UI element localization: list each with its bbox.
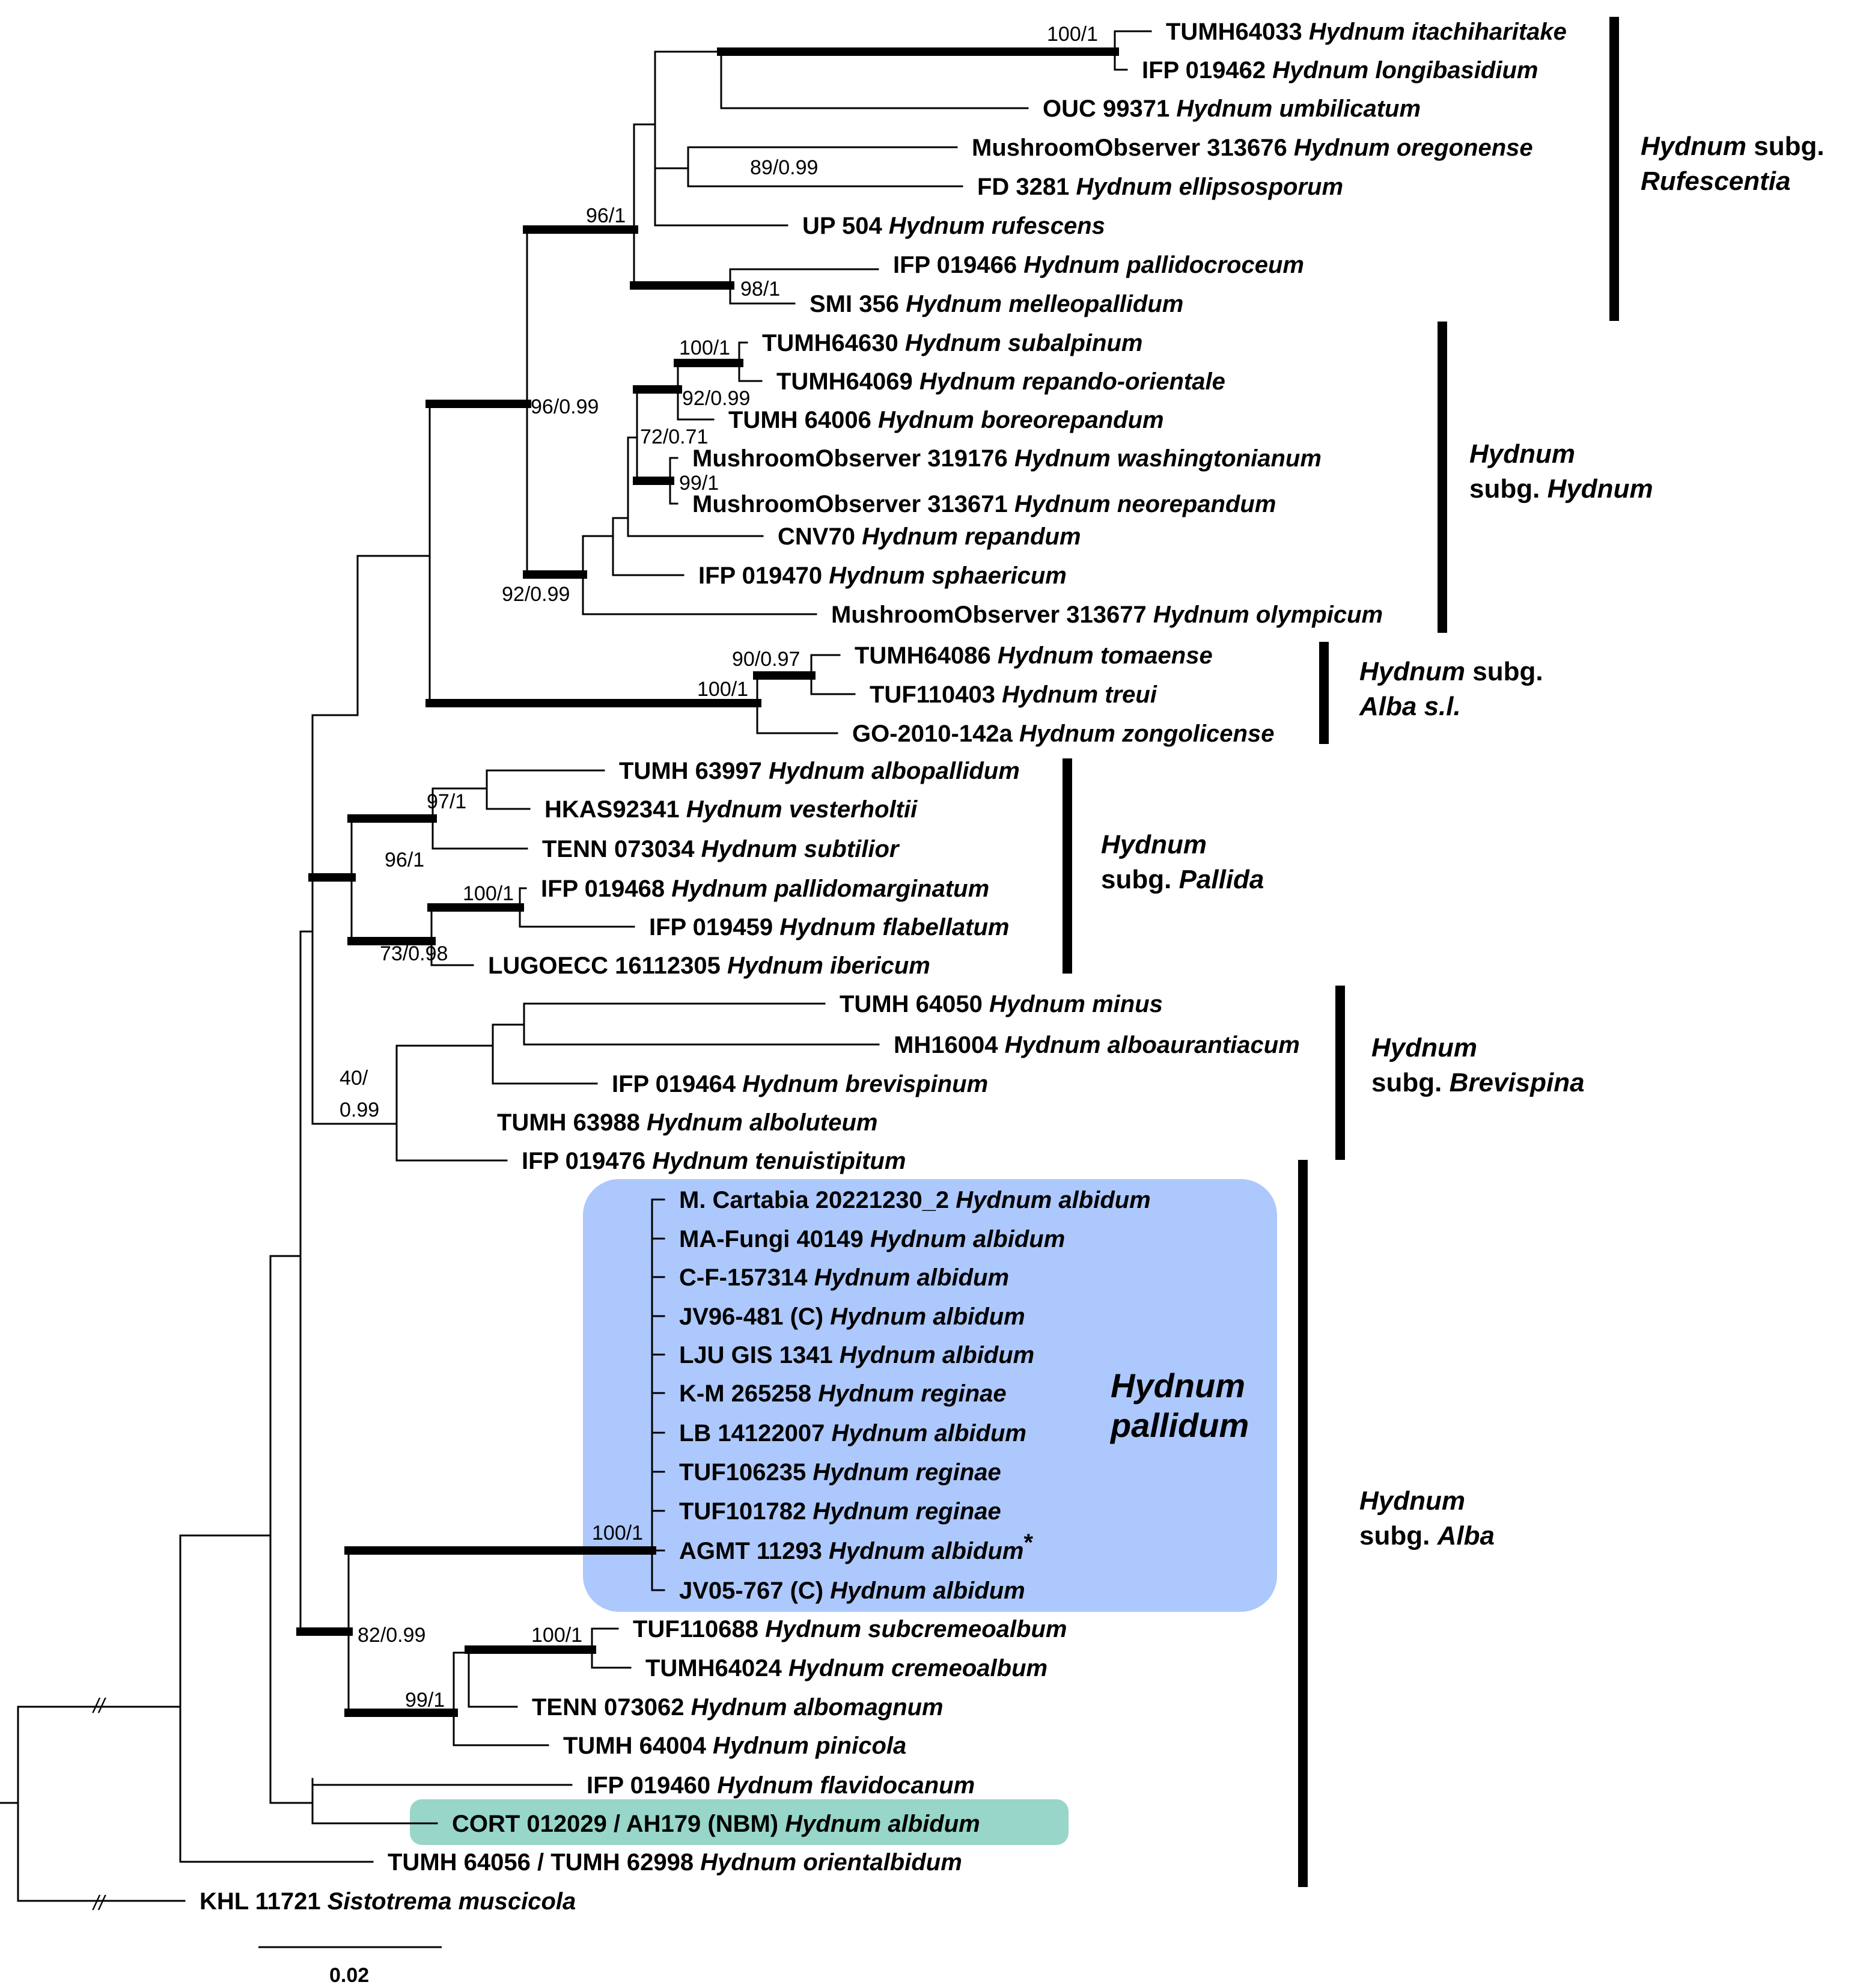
break-mark: // (92, 1695, 106, 1718)
support-value: 92/0.99 (682, 387, 750, 410)
support-value: 92/0.99 (502, 583, 570, 606)
tip-label: TUF101782 Hydnum reginae (679, 1498, 1001, 1525)
clade-bar-brevispina (1335, 986, 1345, 1160)
tip-label: TUMH 64050 Hydnum minus (840, 991, 1163, 1017)
clade-bar-hydnum (1438, 322, 1447, 633)
tip-label: C-F-157314 Hydnum albidum (679, 1264, 1009, 1291)
clade-bar-rufescentia (1609, 17, 1619, 321)
tip-label: TUMH64033 Hydnum itachiharitake (1166, 19, 1567, 45)
tip-label: TUMH 63997 Hydnum albopallidum (619, 758, 1020, 784)
tip-label: MushroomObserver 319176 Hydnum washingto… (692, 445, 1322, 472)
tip-label: TUMH 64006 Hydnum boreorepandum (728, 407, 1164, 433)
tip-label: HKAS92341 Hydnum vesterholtii (544, 796, 918, 823)
support-value: 40/ (340, 1067, 368, 1090)
tip-label: JV05-767 (C) Hydnum albidum (679, 1578, 1025, 1604)
clade-label-rufescentia: Hydnum subg.Rufescentia (1641, 132, 1825, 196)
tip-label: K-M 265258 Hydnum reginae (679, 1380, 1007, 1407)
tip-label: LB 14122007 Hydnum albidum (679, 1420, 1026, 1447)
tip-label: TUMH 63988 Hydnum alboluteum (497, 1109, 877, 1136)
support-value: 96/0.99 (531, 395, 599, 418)
support-value: 89/0.99 (750, 156, 818, 179)
tip-label: FD 3281 Hydnum ellipsosporum (977, 174, 1343, 200)
tip-label: MushroomObserver 313676 Hydnum oregonens… (972, 135, 1533, 161)
tip-label: LUGOECC 16112305 Hydnum ibericum (488, 953, 930, 979)
tip-label: IFP 019466 Hydnum pallidocroceum (893, 252, 1304, 278)
support-value: 100/1 (592, 1522, 643, 1544)
clade-bar-alba-sl (1319, 642, 1329, 744)
tip-label: IFP 019470 Hydnum sphaericum (698, 563, 1067, 589)
support-value: 100/1 (1047, 23, 1098, 46)
scale-bar-label: 0.02 (329, 1964, 369, 1987)
tip-label: GO-2010-142a Hydnum zongolicense (852, 721, 1274, 747)
support-value: 82/0.99 (358, 1624, 425, 1647)
support-value: 72/0.71 (640, 425, 708, 448)
support-value: 98/1 (740, 278, 780, 300)
break-mark: // (92, 1892, 106, 1915)
support-value: 90/0.97 (732, 648, 800, 671)
tip-label: KHL 11721 Sistotrema muscicola (200, 1888, 576, 1915)
tip-label: TUMH64630 Hydnum subalpinum (762, 330, 1142, 356)
tip-label: M. Cartabia 20221230_2 Hydnum albidum (679, 1187, 1151, 1213)
tip-label: IFP 019460 Hydnum flavidocanum (587, 1772, 975, 1799)
support-values: 100/1 89/0.99 96/1 98/1 96/0.99 100/1 92… (340, 23, 1098, 1712)
tip-label: TUMH64069 Hydnum repando-orientale (776, 368, 1225, 395)
tip-label: LJU GIS 1341 Hydnum albidum (679, 1342, 1034, 1368)
tip-label: TUMH 64004 Hydnum pinicola (563, 1733, 906, 1759)
support-value: 0.99 (340, 1099, 379, 1121)
tip-label: CNV70 Hydnum repandum (778, 523, 1081, 550)
tip-label: AGMT 11293 Hydnum albidum* (679, 1529, 1033, 1564)
hydnum-pallidum-highlight (583, 1179, 1277, 1612)
tip-label: SMI 356 Hydnum melleopallidum (810, 291, 1183, 317)
tip-label: CORT 012029 / AH179 (NBM) Hydnum albidum (452, 1811, 980, 1837)
tip-label: IFP 019464 Hydnum brevispinum (612, 1071, 988, 1097)
branch-break-marks: // // (92, 1695, 106, 1915)
support-value: 96/1 (586, 204, 626, 227)
support-value: 100/1 (531, 1624, 582, 1647)
support-value: 99/1 (679, 472, 719, 495)
support-value: 100/1 (679, 337, 730, 359)
tip-label: JV96-481 (C) Hydnum albidum (679, 1303, 1025, 1330)
tip-label: TUMH64086 Hydnum tomaense (855, 642, 1213, 669)
clade-bars (1063, 17, 1619, 1887)
scale-bar: 0.02 (258, 1946, 442, 1987)
tip-label: MA-Fungi 40149 Hydnum albidum (679, 1226, 1065, 1252)
tree-branches (0, 30, 1152, 1902)
support-value: 99/1 (405, 1689, 445, 1712)
tip-label: TENN 073062 Hydnum albomagnum (532, 1694, 944, 1721)
support-value: 97/1 (427, 790, 466, 813)
tip-label: UP 504 Hydnum rufescens (802, 213, 1105, 239)
cort-specimen-highlight (410, 1799, 1069, 1845)
tip-label: MushroomObserver 313671 Hydnum neorepand… (692, 491, 1276, 517)
tip-label: TUF106235 Hydnum reginae (679, 1459, 1001, 1486)
clade-label-alba-sl: Hydnum subg.Alba s.l. (1359, 657, 1543, 721)
support-value: 96/1 (385, 849, 424, 871)
tip-label: TENN 073034 Hydnum subtilior (542, 836, 900, 862)
support-value: 100/1 (697, 678, 748, 701)
support-value: 100/1 (463, 882, 514, 905)
support-value: 73/0.98 (380, 942, 448, 965)
tip-label: TUF110403 Hydnum treui (870, 681, 1157, 708)
clade-bar-alba (1298, 1160, 1308, 1887)
tip-label: IFP 019462 Hydnum longibasidium (1142, 57, 1538, 84)
tip-label: IFP 019459 Hydnum flabellatum (649, 914, 1009, 941)
tip-label: MH16004 Hydnum alboaurantiacum (894, 1032, 1300, 1058)
tip-label: TUMH 64056 / TUMH 62998 Hydnum orientalb… (388, 1849, 962, 1876)
clade-bar-pallida (1063, 758, 1072, 974)
tip-label: IFP 019476 Hydnum tenuistipitum (522, 1148, 906, 1174)
tip-label: TUMH64024 Hydnum cremeoalbum (645, 1655, 1047, 1682)
tip-label: MushroomObserver 313677 Hydnum olympicum (831, 602, 1383, 628)
tip-label: IFP 019468 Hydnum pallidomarginatum (541, 876, 989, 902)
tip-label: OUC 99371 Hydnum umbilicatum (1043, 96, 1421, 122)
tip-label: TUF110688 Hydnum subcremeoalbum (633, 1616, 1067, 1642)
